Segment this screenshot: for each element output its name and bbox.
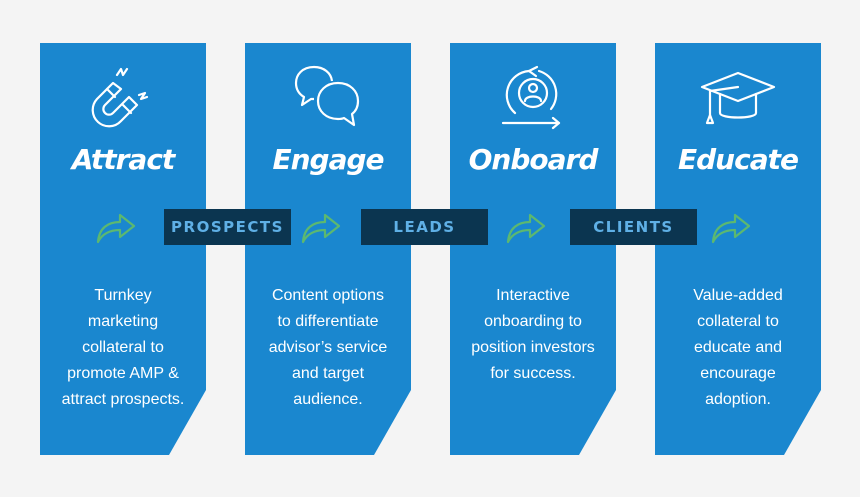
step-description: Value-added collateral to educate and en… bbox=[661, 283, 815, 413]
chat-bubbles-icon bbox=[245, 63, 411, 135]
desc-line: to differentiate bbox=[277, 313, 379, 330]
step-description: Interactive onboarding to position inves… bbox=[456, 283, 610, 387]
desc-line: position investors bbox=[471, 339, 595, 356]
desc-line: and target bbox=[291, 365, 365, 382]
desc-line: marketing bbox=[87, 313, 159, 330]
desc-line: audience. bbox=[293, 391, 363, 408]
stage-label-clients: CLIENTS bbox=[570, 209, 697, 245]
desc-line: Value-added bbox=[693, 287, 783, 304]
forward-arrow-icon bbox=[504, 210, 548, 251]
desc-line: collateral to bbox=[697, 313, 779, 330]
onboarding-cycle-icon bbox=[450, 63, 616, 135]
step-card-educate: Educate Value-added collateral to educat… bbox=[655, 43, 821, 455]
desc-line: advisor’s service bbox=[268, 339, 388, 356]
step-card-onboard: Onboard Interactive onboarding to positi… bbox=[450, 43, 616, 455]
step-title: Educate bbox=[678, 143, 799, 176]
desc-line: encourage bbox=[700, 365, 776, 382]
graduation-cap-icon bbox=[655, 63, 821, 135]
step-title: Attract bbox=[71, 143, 176, 176]
step-card-attract: Attract Turnkey marketing collateral to … bbox=[40, 43, 206, 455]
forward-arrow-icon bbox=[94, 210, 138, 251]
step-description: Content options to differentiate advisor… bbox=[251, 283, 405, 413]
desc-line: promote AMP & bbox=[67, 365, 179, 382]
desc-line: Interactive bbox=[496, 287, 570, 304]
desc-line: Content options bbox=[271, 287, 385, 304]
desc-line: Turnkey bbox=[94, 287, 152, 304]
step-description: Turnkey marketing collateral to promote … bbox=[46, 283, 200, 413]
stage-label-prospects: PROSPECTS bbox=[164, 209, 291, 245]
desc-line: onboarding to bbox=[484, 313, 582, 330]
magnet-icon bbox=[40, 63, 206, 135]
forward-arrow-icon bbox=[709, 210, 753, 251]
forward-arrow-icon bbox=[299, 210, 343, 251]
desc-line: educate and bbox=[693, 339, 783, 356]
desc-line: for success. bbox=[490, 365, 576, 382]
stage-label-leads: LEADS bbox=[361, 209, 488, 245]
desc-line: attract prospects. bbox=[61, 391, 185, 408]
step-title: Onboard bbox=[468, 143, 599, 176]
desc-line: adoption. bbox=[705, 391, 771, 408]
desc-line: collateral to bbox=[82, 339, 164, 356]
step-card-engage: Engage Content options to differentiate … bbox=[245, 43, 411, 455]
step-title: Engage bbox=[272, 143, 384, 176]
